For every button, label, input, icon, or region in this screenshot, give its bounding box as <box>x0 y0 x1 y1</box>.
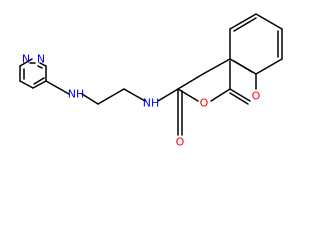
bond <box>255 58 283 75</box>
bond <box>233 60 253 73</box>
bond <box>210 88 231 102</box>
bond <box>229 13 257 30</box>
molecule-structure: N N NH NH O O O <box>19 13 283 149</box>
bond <box>233 17 257 32</box>
bond <box>19 80 34 89</box>
bond <box>97 88 125 105</box>
atom-label: NH <box>68 88 85 101</box>
bond <box>19 58 33 67</box>
atom-label: NH <box>143 97 160 110</box>
atom-labels: N N NH NH O O O <box>22 53 261 149</box>
bonds <box>19 13 283 136</box>
bond <box>45 80 70 95</box>
bond <box>81 93 99 105</box>
bond <box>39 62 47 67</box>
atom-label: N <box>37 53 45 66</box>
bond <box>177 88 199 102</box>
bond <box>255 13 283 30</box>
atom-label: O <box>200 97 209 110</box>
bond <box>32 80 47 89</box>
bond <box>202 58 231 75</box>
bond <box>37 65 43 69</box>
atom-label: O <box>176 136 185 149</box>
bond <box>33 77 45 85</box>
molecule-canvas: N N NH NH O O O <box>19 13 283 149</box>
bond <box>123 88 146 102</box>
bond <box>229 88 251 102</box>
atom-label: N <box>22 53 30 66</box>
bond <box>229 92 249 105</box>
bond <box>177 73 204 90</box>
atom-label: O <box>252 90 261 103</box>
bond <box>157 88 179 102</box>
